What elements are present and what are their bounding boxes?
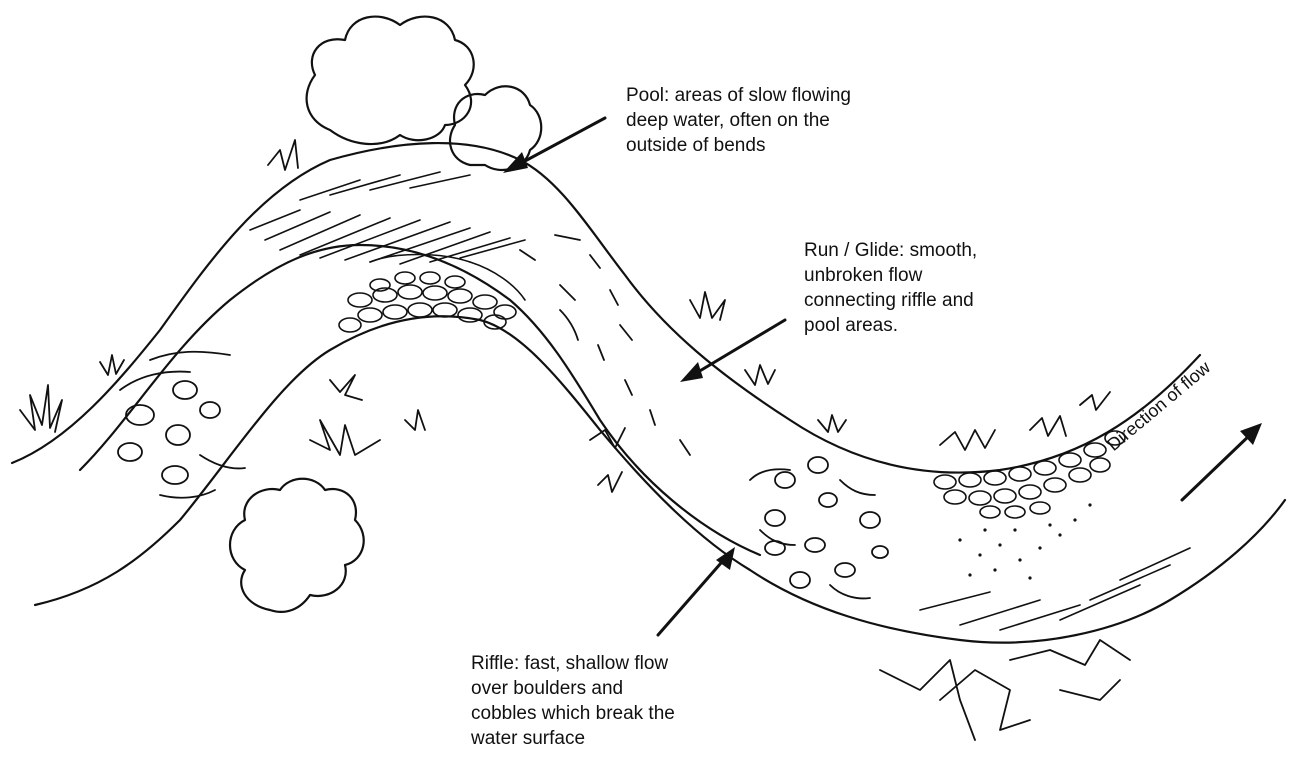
arrowheads xyxy=(503,152,1262,570)
middle-bank-line xyxy=(35,316,1285,642)
left-riffle-cobbles xyxy=(118,352,245,498)
riffle-label-line-1: Riffle: fast, shallow flow xyxy=(471,651,675,676)
lower-bank-line xyxy=(80,245,760,555)
riffle-label-line-2: over boulders and xyxy=(471,676,675,701)
run-label-line-4: pool areas. xyxy=(804,313,977,338)
lower-right-flow-lines xyxy=(920,548,1190,630)
pool-label-line-1: Pool: areas of slow flowing xyxy=(626,83,851,108)
direction-arrow-shaft xyxy=(1182,433,1252,500)
pool-label-line-2: deep water, often on the xyxy=(626,108,851,133)
grass-tufts xyxy=(20,140,1130,740)
upper-bank-line xyxy=(12,143,1200,472)
run-label-line-2: unbroken flow xyxy=(804,263,977,288)
bush-lower-left xyxy=(230,479,364,612)
pool-label-line-3: outside of bends xyxy=(626,133,851,158)
run-glide-label: Run / Glide: smooth, unbroken flow conne… xyxy=(804,238,977,338)
riffle-label-line-4: water surface xyxy=(471,726,675,751)
run-label-line-3: connecting riffle and xyxy=(804,288,977,313)
run-flow-dashes xyxy=(520,235,690,455)
bush-top-right xyxy=(450,86,541,170)
cobbles-top-bend xyxy=(339,255,525,333)
riffle-arrow-shaft xyxy=(658,555,728,635)
riffle-label-line-3: cobbles which break the xyxy=(471,701,675,726)
pool-label: Pool: areas of slow flowing deep water, … xyxy=(626,83,851,158)
run-label-line-1: Run / Glide: smooth, xyxy=(804,238,977,263)
pool-hatching xyxy=(250,172,525,264)
bush-top-left xyxy=(307,17,474,144)
riffle-cobbles xyxy=(750,457,888,598)
run-arrow-shaft xyxy=(688,320,785,378)
pool-arrow-shaft xyxy=(512,118,605,168)
gravel-dots xyxy=(958,503,1091,579)
riffle-label: Riffle: fast, shallow flow over boulders… xyxy=(471,651,675,751)
run-arrowhead xyxy=(680,362,703,382)
